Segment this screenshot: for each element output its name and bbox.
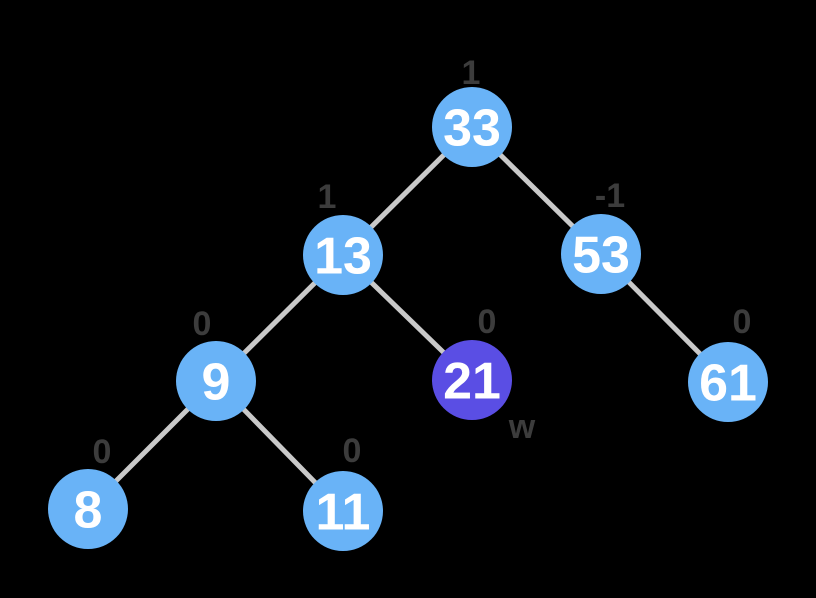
tree-node-9: 90 bbox=[176, 305, 256, 421]
balance-factor-label-9: 0 bbox=[193, 305, 212, 343]
node-value-8: 8 bbox=[74, 482, 103, 540]
node-value-21: 21 bbox=[443, 353, 501, 411]
node-circle-11 bbox=[303, 471, 383, 551]
tree-node-61: 610 bbox=[688, 303, 768, 422]
node-value-53: 53 bbox=[572, 227, 630, 285]
node-circle-53 bbox=[561, 214, 641, 294]
tree-node-53: 53-1 bbox=[561, 177, 641, 294]
balance-factor-label-21: 0 bbox=[478, 303, 497, 341]
tree-node-21: 21 0 w bbox=[432, 303, 536, 446]
tree-edges-layer bbox=[86, 125, 730, 513]
node-value-33: 33 bbox=[443, 100, 501, 158]
tree-node-11: 110 bbox=[303, 432, 383, 551]
tree-node-13: 131 bbox=[303, 178, 383, 295]
balance-factor-label-53: -1 bbox=[595, 177, 625, 215]
tree-node-33: 331 bbox=[432, 54, 512, 167]
balance-factor-label-61: 0 bbox=[733, 303, 752, 341]
node-circle-13 bbox=[303, 215, 383, 295]
node-circle-21-highlighted bbox=[432, 340, 512, 420]
node-circle-8 bbox=[48, 469, 128, 549]
balance-factor-label-8: 0 bbox=[93, 433, 112, 471]
node-annotation-21: w bbox=[508, 408, 536, 446]
node-value-13: 13 bbox=[314, 228, 372, 286]
node-circle-9 bbox=[176, 341, 256, 421]
node-value-61: 61 bbox=[699, 355, 757, 413]
node-value-11: 11 bbox=[316, 484, 371, 542]
node-value-9: 9 bbox=[202, 354, 231, 412]
balance-factor-label-11: 0 bbox=[343, 432, 362, 470]
balance-factor-label-13: 1 bbox=[318, 178, 337, 216]
node-circle-61 bbox=[688, 342, 768, 422]
node-circle-33 bbox=[432, 87, 512, 167]
tree-node-8: 80 bbox=[48, 433, 128, 549]
balance-factor-label-33: 1 bbox=[462, 54, 481, 92]
